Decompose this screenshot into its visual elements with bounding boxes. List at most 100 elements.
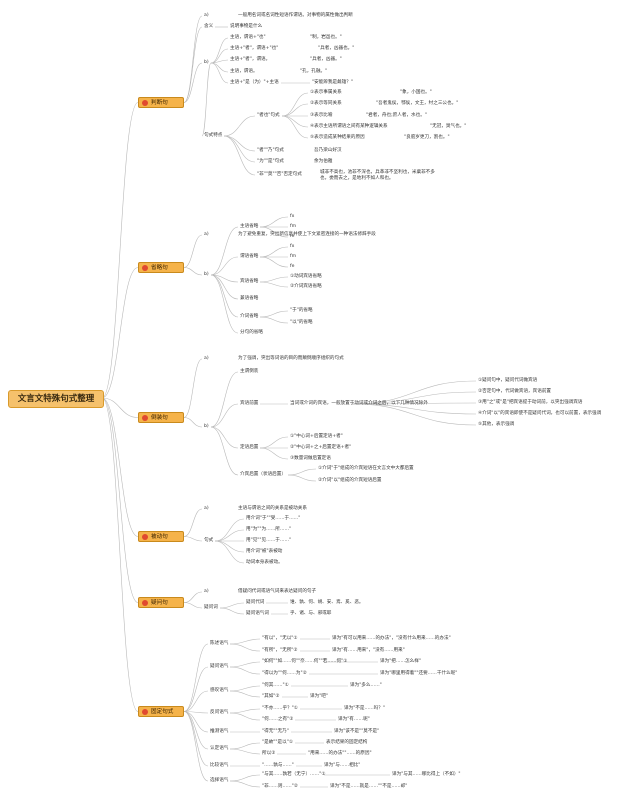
node-f33[interactable]: "与其……孰若（无宁）……"① bbox=[262, 772, 326, 777]
node-b9[interactable]: fm bbox=[290, 254, 297, 259]
node-d6[interactable]: 用"见""见……于……" bbox=[246, 538, 292, 543]
category-s1[interactable]: 判断句 bbox=[138, 97, 184, 108]
node-c11[interactable]: b) bbox=[204, 424, 209, 429]
node-f22[interactable]: "得无""无乃" bbox=[262, 729, 289, 734]
node-f7[interactable]: "如何""如……何""奈……何""若……何"① bbox=[262, 659, 348, 664]
node-a10[interactable]: "兵者，凶器。" bbox=[310, 57, 342, 62]
node-b14[interactable]: ②介词宾语省略 bbox=[290, 284, 322, 289]
node-f8[interactable]: 译为"把……怎么样" bbox=[380, 659, 421, 664]
node-f15[interactable]: 译为"吧" bbox=[310, 694, 329, 699]
node-f24[interactable]: 认定语气 bbox=[210, 746, 229, 751]
node-c17[interactable]: 介宾后置（状语后置） bbox=[240, 472, 286, 477]
node-b11[interactable]: fe bbox=[290, 264, 295, 269]
node-a27[interactable]: "良庖岁更刀，割也。" bbox=[404, 135, 450, 140]
node-f5[interactable]: 译为"有……用来"，"没有……用来" bbox=[332, 648, 405, 653]
node-a19[interactable]: "吾者鬼侯，鄂侯，文王，纣之三公也。" bbox=[376, 101, 459, 106]
node-a16[interactable]: ①表示事属关系 bbox=[310, 90, 342, 95]
node-f29[interactable]: 比较语气 bbox=[210, 763, 229, 768]
node-c9[interactable]: ④介词"以"的宾语即使不是疑问代词，也可以前置，表示强调 bbox=[478, 411, 602, 416]
node-c3[interactable]: 主谓倒装 bbox=[240, 369, 259, 374]
node-b17[interactable]: 介词省略 bbox=[240, 314, 259, 319]
node-f9[interactable]: "得以为""何……为"② bbox=[262, 671, 307, 676]
node-a31[interactable]: 余为伯雅 bbox=[314, 159, 333, 164]
node-f36[interactable]: 译为"不是……就是……""不是……却" bbox=[330, 784, 408, 789]
node-f16[interactable]: 反问语气 bbox=[210, 710, 229, 715]
node-f17[interactable]: "不亦……乎？"① bbox=[262, 706, 298, 711]
category-s3[interactable]: 倒装句 bbox=[138, 412, 184, 423]
node-a23[interactable]: 句式特点 bbox=[204, 133, 223, 138]
node-c1[interactable]: a) bbox=[204, 356, 209, 361]
node-a3[interactable]: 含义 bbox=[204, 24, 214, 29]
node-a6[interactable]: "制，岩邑也。" bbox=[310, 35, 342, 40]
node-c8[interactable]: ③用"之"或"是"把宾语提于动词前，以突出强调宾语 bbox=[478, 400, 583, 405]
node-f18[interactable]: 译为"不是……吗？" bbox=[344, 706, 385, 711]
node-f23[interactable]: 译为"该不是""莫不是" bbox=[334, 729, 380, 734]
node-f1[interactable]: 陈述语气 bbox=[210, 641, 229, 646]
node-c16[interactable]: ①介词"于"组成的介宾短语在文言文中大都后置 bbox=[318, 466, 414, 471]
node-f4[interactable]: "有所"，"无所"② bbox=[262, 648, 298, 653]
node-a5[interactable]: 主语，谓语+"也" bbox=[230, 35, 266, 40]
node-d7[interactable]: 用介词"被"表被动 bbox=[246, 549, 283, 554]
node-a12[interactable]: 主语，谓语。 bbox=[230, 69, 258, 74]
category-s4[interactable]: 被动句 bbox=[138, 531, 184, 542]
node-f10[interactable]: 译为"哪里用得着""还要……干什么呢" bbox=[380, 671, 458, 676]
node-a15[interactable]: "安能辨我是雌雄？" bbox=[312, 80, 353, 85]
node-c15[interactable]: ③数量词做后置定语 bbox=[290, 456, 331, 461]
node-c13[interactable]: 定语后置 bbox=[240, 445, 259, 450]
node-a8[interactable]: "兵者，凶器也。" bbox=[318, 46, 355, 51]
category-s6[interactable]: 固定句式 bbox=[138, 706, 184, 717]
node-a32[interactable]: "非""莫""否"否定句式 bbox=[257, 172, 302, 177]
node-b12[interactable]: ①动词宾语省略 bbox=[290, 274, 322, 279]
node-d3[interactable]: 用介词"于""受……于……" bbox=[246, 516, 301, 521]
node-a20[interactable]: "者也"句式 bbox=[257, 113, 280, 118]
node-a17[interactable]: "象，小国也。" bbox=[400, 90, 432, 95]
node-f26[interactable]: 表示结果的固定结构 bbox=[326, 740, 368, 745]
node-f21[interactable]: 推测语气 bbox=[210, 729, 229, 734]
node-b19[interactable]: 分句的省略 bbox=[240, 330, 263, 335]
node-a26[interactable]: ⑤表示造成某种结果的原因 bbox=[310, 135, 365, 140]
node-f30[interactable]: "……孰与……" bbox=[262, 763, 294, 768]
node-c10[interactable]: ⑤其他，表示强调 bbox=[478, 422, 515, 427]
node-e2[interactable]: 借疑问代词或语气词来表达疑问的句子 bbox=[238, 589, 317, 594]
node-e5[interactable]: 疑问词 bbox=[204, 605, 218, 610]
node-d8[interactable]: 动词本身表被动。 bbox=[246, 560, 283, 565]
node-f13[interactable]: 译为"多么……" bbox=[350, 683, 382, 688]
node-a22[interactable]: "君者，舟也;庶人者，水也。" bbox=[366, 113, 427, 118]
node-f34[interactable]: 译为"与其……哪比得上（不如）" bbox=[392, 772, 461, 777]
node-c4[interactable]: ①疑问句中，疑问代词做宾语 bbox=[478, 378, 538, 383]
node-f27[interactable]: 所以② bbox=[262, 751, 276, 756]
node-b18[interactable]: "以"的省略 bbox=[290, 320, 313, 325]
node-e4[interactable]: 谁、孰、何、胡、安、焉、奚、恶。 bbox=[290, 600, 364, 605]
root-node[interactable]: 文言文特殊句式整理 bbox=[8, 390, 104, 408]
node-a18[interactable]: ②表示等同关系 bbox=[310, 101, 342, 106]
category-s5[interactable]: 疑问句 bbox=[138, 597, 184, 608]
node-b16[interactable]: "于"的省略 bbox=[290, 308, 313, 313]
category-s2[interactable]: 省略句 bbox=[138, 262, 184, 273]
node-c12[interactable]: ①"中心词+后置定语+者" bbox=[290, 434, 343, 439]
node-a33[interactable]: 城非不高也，池非不深也，兵革非不坚利也，米粟非不多也，委而去之，是地利不如人和也… bbox=[320, 170, 435, 181]
node-c14[interactable]: ②"中心词+之+后置定语+者" bbox=[290, 445, 352, 450]
node-a11[interactable]: b) bbox=[204, 60, 209, 65]
node-f14[interactable]: "其如"② bbox=[262, 694, 280, 699]
node-a25[interactable]: "无冠，臭气也。" bbox=[430, 124, 467, 129]
node-b10[interactable]: b) bbox=[204, 272, 209, 277]
node-d1[interactable]: a) bbox=[204, 506, 209, 511]
node-f31[interactable]: 译为"与……相比" bbox=[324, 763, 361, 768]
node-e6[interactable]: 疑问语气词 bbox=[246, 611, 269, 616]
node-d4[interactable]: 用"为""为……所……" bbox=[246, 527, 292, 532]
node-b13[interactable]: 宾语省略 bbox=[240, 279, 259, 284]
node-b3[interactable]: fx bbox=[290, 214, 295, 219]
node-c7[interactable]: 当词或介词的宾语，一般放置于动词或介词之后，以下几种情况除外 bbox=[290, 401, 428, 406]
node-f12[interactable]: "何其……"① bbox=[262, 683, 289, 688]
node-f19[interactable]: "何……之有"② bbox=[262, 717, 294, 722]
node-a4[interactable]: 说明事物是什么 bbox=[230, 24, 263, 29]
node-a7[interactable]: 主语+"者"，谓语+"也" bbox=[230, 46, 279, 51]
node-f11[interactable]: 感叹语气 bbox=[210, 688, 229, 693]
node-f32[interactable]: 选择语气 bbox=[210, 778, 229, 783]
node-b6[interactable]: fe bbox=[290, 234, 295, 239]
node-f20[interactable]: 译为"有……呢" bbox=[338, 717, 370, 722]
node-a14[interactable]: 主语+"是（为）"+主语 bbox=[230, 80, 279, 85]
node-a1[interactable]: a) bbox=[204, 13, 209, 18]
node-d5[interactable]: 句式 bbox=[204, 538, 214, 543]
node-a28[interactable]: "者""乃"句式 bbox=[257, 148, 284, 153]
